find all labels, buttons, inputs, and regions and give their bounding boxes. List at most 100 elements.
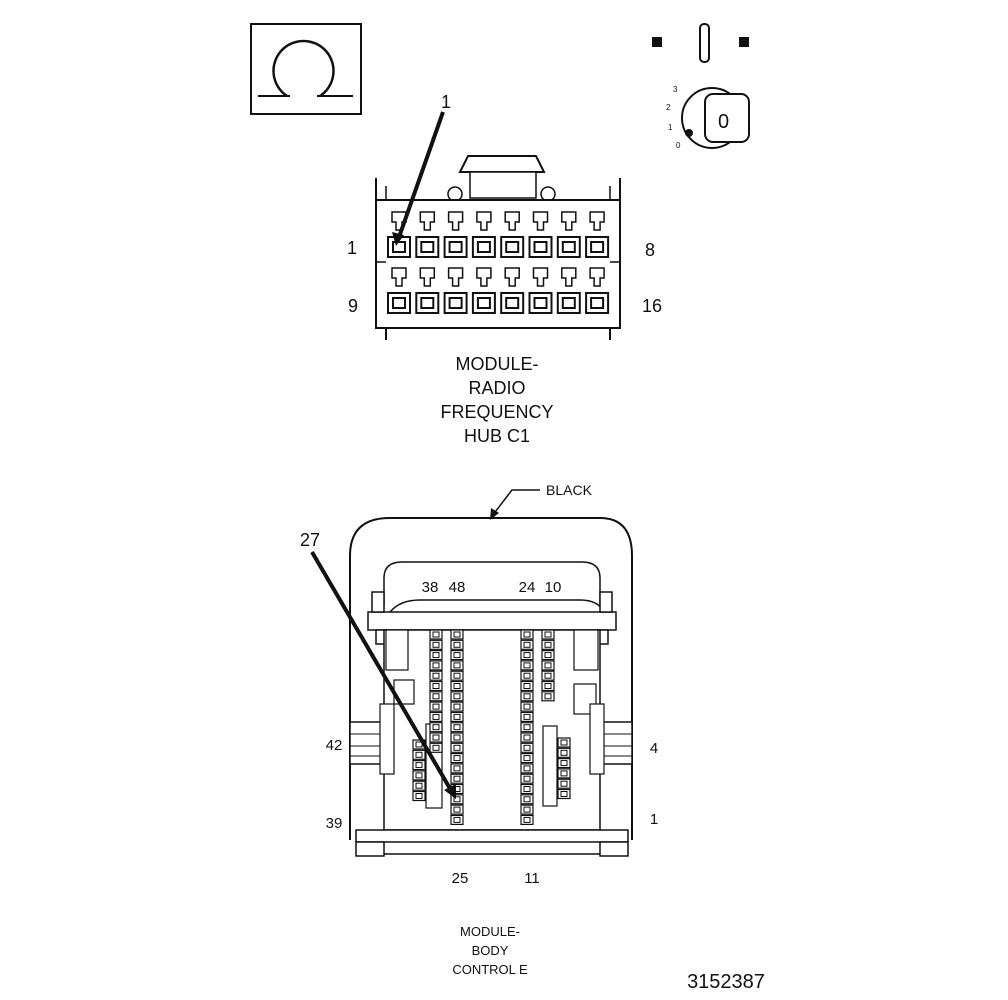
bc-cavity xyxy=(541,639,555,650)
bc-cavity xyxy=(557,768,571,779)
ignition-key-label: 0 xyxy=(718,111,729,133)
body-control-title-line-2: BODY xyxy=(472,943,509,958)
bc-cavity xyxy=(520,722,534,733)
rf-cavity xyxy=(528,267,553,314)
bc-pin-11-label: 11 xyxy=(524,870,540,887)
bc-cavity xyxy=(557,737,571,748)
body-control-connector xyxy=(349,517,633,857)
bc-cavity xyxy=(520,711,534,723)
bc-pin-10-label: 10 xyxy=(545,579,562,596)
bc-cavity xyxy=(450,680,464,692)
bc-cavity xyxy=(520,660,534,671)
body-control-cavities xyxy=(412,629,571,826)
bc-cavity xyxy=(450,794,464,805)
bc-pin-25-label: 25 xyxy=(452,870,469,887)
ignition-mark-0: 0 xyxy=(676,141,681,150)
rf-cavity xyxy=(556,211,581,258)
rf-hub-title-line-1: MODULE- xyxy=(455,354,538,374)
bc-cavity xyxy=(429,649,443,661)
bc-cavity xyxy=(429,660,443,671)
bc-cavity xyxy=(429,732,443,743)
ignition-switch-icon: 3 2 1 0 0 xyxy=(652,23,750,150)
bc-cavity xyxy=(520,670,534,681)
body-control-callout-arrowhead xyxy=(444,784,456,799)
bc-pin-42-label: 42 xyxy=(326,737,343,754)
rf-cavity xyxy=(415,211,440,258)
bc-cavity xyxy=(557,757,571,769)
bc-cavity xyxy=(429,722,443,733)
bc-cavity xyxy=(541,629,555,640)
bc-cavity xyxy=(520,639,534,650)
ignition-mark-2: 2 xyxy=(666,103,671,112)
bc-cavity xyxy=(541,680,555,692)
bc-cavity xyxy=(450,660,464,671)
bc-cavity xyxy=(520,629,534,640)
bc-cavity xyxy=(429,639,443,650)
bc-cavity xyxy=(450,670,464,681)
rf-hub-callout-label: 1 xyxy=(441,92,451,112)
bc-cavity xyxy=(450,691,464,702)
bc-cavity xyxy=(450,752,464,764)
bc-cavity xyxy=(520,783,534,795)
rf-cavity xyxy=(500,267,525,314)
bc-cavity xyxy=(450,814,464,826)
bc-cavity xyxy=(450,773,464,784)
bc-cavity xyxy=(450,742,464,753)
bc-cavity xyxy=(541,660,555,671)
bc-cavity xyxy=(557,747,571,758)
omega-connector-icon xyxy=(250,23,362,115)
bc-cavity xyxy=(429,691,443,702)
bc-cavity xyxy=(541,670,555,681)
rf-cavity xyxy=(556,267,581,314)
bc-cavity xyxy=(520,804,534,815)
rf-cavity xyxy=(443,211,468,258)
bc-cavity xyxy=(412,780,426,791)
rf-hub-pin-16-label: 16 xyxy=(642,296,662,316)
bc-cavity xyxy=(557,788,571,800)
rf-hub-title-line-2: RADIO xyxy=(468,378,525,398)
bc-cavity xyxy=(429,629,443,640)
ignition-mark-1: 1 xyxy=(668,123,673,132)
bc-cavity xyxy=(450,804,464,815)
bc-cavity xyxy=(429,742,443,753)
color-leader-arrowhead xyxy=(490,508,499,520)
rf-hub-pin-9-label: 9 xyxy=(348,296,358,316)
bc-cavity xyxy=(450,629,464,640)
bc-cavity xyxy=(450,732,464,743)
bc-cavity xyxy=(429,670,443,681)
rf-cavity xyxy=(585,267,610,314)
bc-cavity xyxy=(520,752,534,764)
rf-cavity xyxy=(471,211,496,258)
bc-cavity xyxy=(520,742,534,753)
body-control-callout-label: 27 xyxy=(300,530,320,550)
rf-cavity xyxy=(415,267,440,314)
rf-cavity xyxy=(387,267,411,314)
document-number: 3152387 xyxy=(687,971,765,993)
bc-cavity xyxy=(450,649,464,661)
rf-hub-callout-arrow xyxy=(396,111,445,241)
bc-cavity xyxy=(520,732,534,743)
bc-cavity xyxy=(520,691,534,702)
bc-pin-1-label: 1 xyxy=(650,811,658,828)
rf-hub-connector xyxy=(375,155,621,340)
bc-pin-4-label: 4 xyxy=(650,740,658,757)
bc-cavity xyxy=(412,759,426,771)
rf-cavity xyxy=(500,211,525,258)
bc-cavity xyxy=(412,770,426,781)
connector-color-label: BLACK xyxy=(546,482,593,498)
bc-cavity xyxy=(520,794,534,805)
bc-cavity xyxy=(541,649,555,661)
bc-cavity xyxy=(520,763,534,774)
bc-cavity xyxy=(412,749,426,760)
bc-pin-38-label: 38 xyxy=(422,579,439,596)
bc-pin-39-label: 39 xyxy=(326,815,343,832)
bc-cavity xyxy=(541,691,555,702)
rf-cavity xyxy=(443,267,468,314)
bc-cavity xyxy=(429,711,443,723)
rf-cavity xyxy=(471,267,496,314)
bc-cavity xyxy=(450,639,464,650)
body-control-title-line-1: MODULE- xyxy=(460,924,520,939)
rf-hub-pin-8-label: 8 xyxy=(645,240,655,260)
rf-hub-title-line-4: HUB C1 xyxy=(464,426,530,446)
